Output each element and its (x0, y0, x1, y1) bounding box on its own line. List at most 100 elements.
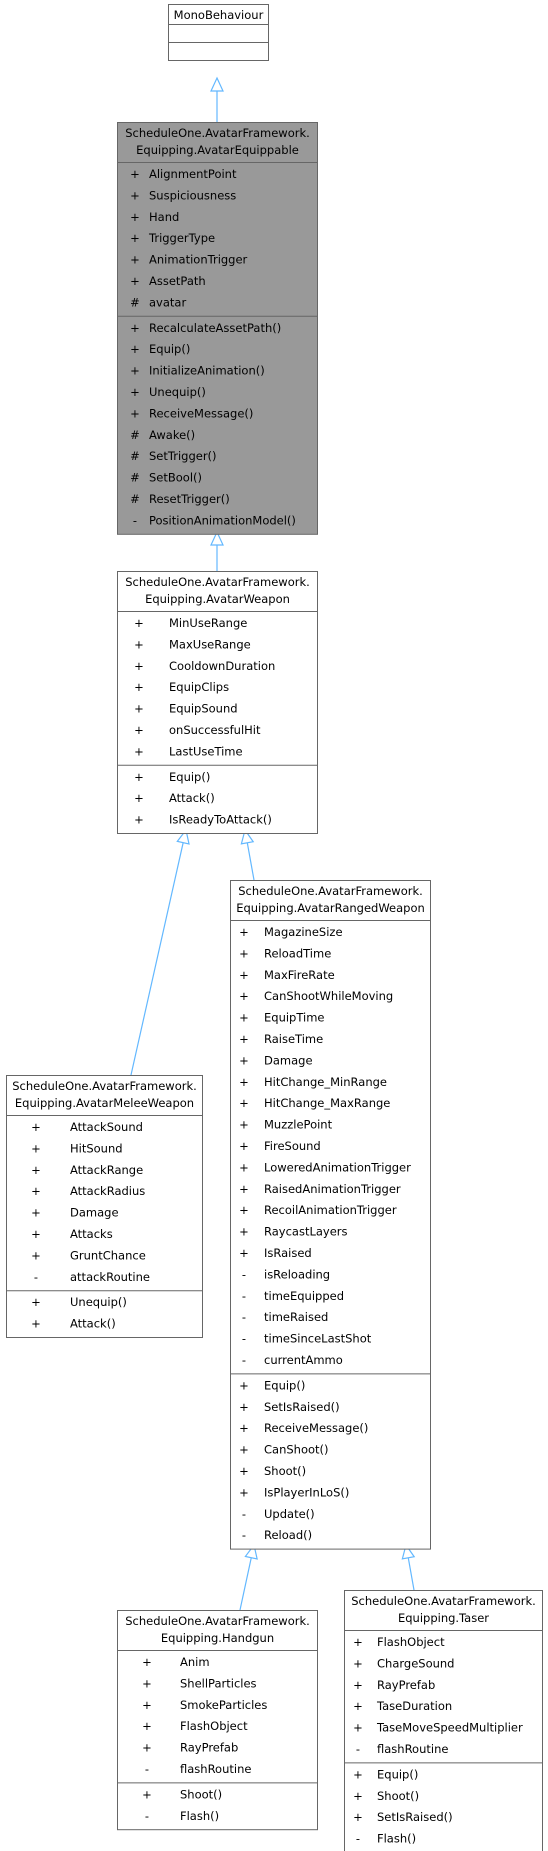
attribute-visibility: + (239, 1246, 249, 1260)
attribute-name: LoweredAnimationTrigger (264, 1160, 411, 1174)
method-name: Equip() (169, 770, 210, 784)
attribute-visibility: - (242, 1332, 246, 1346)
method-name: InitializeAnimation() (149, 364, 265, 378)
attribute-name: timeEquipped (264, 1289, 344, 1303)
method-name: IsPlayerInLoS() (264, 1485, 349, 1499)
class-name: ScheduleOne.AvatarFramework. (12, 1079, 197, 1093)
method-visibility: # (130, 492, 140, 506)
attribute-name: AlignmentPoint (149, 167, 237, 181)
class-name: Equipping.AvatarMeleeWeapon (15, 1096, 194, 1110)
attribute-name: isReloading (264, 1267, 330, 1281)
method-name: ResetTrigger() (149, 492, 230, 506)
attribute-name: FireSound (264, 1139, 321, 1153)
attribute-name: FlashObject (180, 1719, 248, 1733)
attribute-visibility: - (242, 1353, 246, 1367)
method-name: Update() (264, 1507, 315, 1521)
method-visibility: # (130, 428, 140, 442)
attribute-visibility: + (239, 1225, 249, 1239)
attribute-name: FlashObject (377, 1635, 445, 1649)
attribute-visibility: + (134, 702, 144, 716)
method-visibility: + (31, 1317, 41, 1331)
attribute-visibility: + (239, 1203, 249, 1217)
attribute-name: CanShootWhileMoving (264, 989, 393, 1003)
method-visibility: - (133, 513, 137, 527)
attribute-visibility: + (353, 1635, 363, 1649)
attribute-name: EquipTime (264, 1011, 325, 1025)
class-equippable: ScheduleOne.AvatarFramework. Equipping.Av… (117, 122, 318, 535)
attribute-name: AnimationTrigger (149, 253, 248, 267)
method-name: Shoot() (180, 1787, 222, 1801)
method-visibility: + (130, 364, 140, 378)
attribute-visibility: + (134, 637, 144, 651)
attribute-name: flashRoutine (180, 1762, 251, 1776)
attribute-visibility: + (353, 1699, 363, 1713)
method-name: PositionAnimationModel() (149, 513, 296, 527)
attribute-name: Anim (180, 1655, 210, 1669)
attribute-visibility: + (31, 1248, 41, 1262)
attribute-visibility: + (142, 1698, 152, 1712)
method-name: Flash() (377, 1832, 416, 1846)
method-visibility: + (239, 1443, 249, 1457)
attribute-name: MinUseRange (169, 616, 247, 630)
attribute-visibility: + (239, 1075, 249, 1089)
attribute-name: ChargeSound (377, 1656, 454, 1670)
method-visibility: + (134, 791, 144, 805)
class-mono: MonoBehaviour (168, 4, 269, 61)
attribute-visibility: + (31, 1141, 41, 1155)
method-name: Reload() (264, 1528, 312, 1542)
method-name: SetTrigger() (149, 449, 217, 463)
method-visibility: + (130, 321, 140, 335)
attribute-name: currentAmmo (264, 1353, 343, 1367)
method-visibility: - (242, 1528, 246, 1542)
method-name: Equip() (377, 1767, 418, 1781)
class-name: Equipping.AvatarEquippable (136, 143, 299, 157)
method-name: Attack() (169, 791, 215, 805)
attribute-name: Damage (70, 1206, 119, 1220)
method-visibility: + (239, 1378, 249, 1392)
method-visibility: + (142, 1787, 152, 1801)
attribute-visibility: + (134, 744, 144, 758)
method-visibility: + (353, 1767, 363, 1781)
method-name: SetBool() (149, 471, 202, 485)
attribute-name: onSuccessfulHit (169, 723, 261, 737)
class-name: ScheduleOne.AvatarFramework. (125, 126, 310, 140)
method-name: Shoot() (264, 1464, 306, 1478)
attribute-name: attackRoutine (70, 1270, 150, 1284)
class-name: Equipping.AvatarWeapon (145, 592, 290, 606)
method-name: Equip() (149, 342, 190, 356)
class-name: Equipping.Taser (398, 1611, 489, 1625)
attribute-name: MagazineSize (264, 925, 343, 939)
attribute-visibility: + (134, 616, 144, 630)
method-name: Shoot() (377, 1789, 419, 1803)
attribute-name: HitSound (70, 1141, 123, 1155)
attribute-name: RaisedAnimationTrigger (264, 1182, 401, 1196)
attribute-name: RaycastLayers (264, 1225, 348, 1239)
class-taser: ScheduleOne.AvatarFramework.Equipping.Ta… (344, 1590, 543, 1851)
attribute-visibility: - (242, 1310, 246, 1324)
method-name: Attack() (70, 1317, 116, 1331)
attribute-visibility: + (239, 989, 249, 1003)
attribute-visibility: + (142, 1719, 152, 1733)
attribute-name: CooldownDuration (169, 659, 275, 673)
attribute-name: SmokeParticles (180, 1698, 267, 1712)
attribute-visibility: + (31, 1206, 41, 1220)
attribute-name: AttackRange (70, 1163, 143, 1177)
attribute-visibility: - (356, 1742, 360, 1756)
method-visibility: + (239, 1485, 249, 1499)
attribute-visibility: - (242, 1267, 246, 1281)
attribute-name: RaiseTime (264, 1032, 323, 1046)
inheritance-arrowhead (210, 76, 224, 92)
class-name: ScheduleOne.AvatarFramework. (238, 884, 423, 898)
attribute-visibility: + (239, 968, 249, 982)
attribute-name: TriggerType (148, 231, 215, 245)
attribute-visibility: + (239, 925, 249, 939)
attribute-name: Damage (264, 1053, 313, 1067)
attribute-name: EquipClips (169, 680, 229, 694)
method-visibility: # (130, 471, 140, 485)
attribute-name: Hand (149, 210, 179, 224)
attribute-name: MaxUseRange (169, 637, 251, 651)
class-box (6, 1075, 203, 1338)
method-visibility: + (239, 1421, 249, 1435)
attribute-visibility: + (353, 1656, 363, 1670)
attribute-name: AssetPath (149, 274, 206, 288)
